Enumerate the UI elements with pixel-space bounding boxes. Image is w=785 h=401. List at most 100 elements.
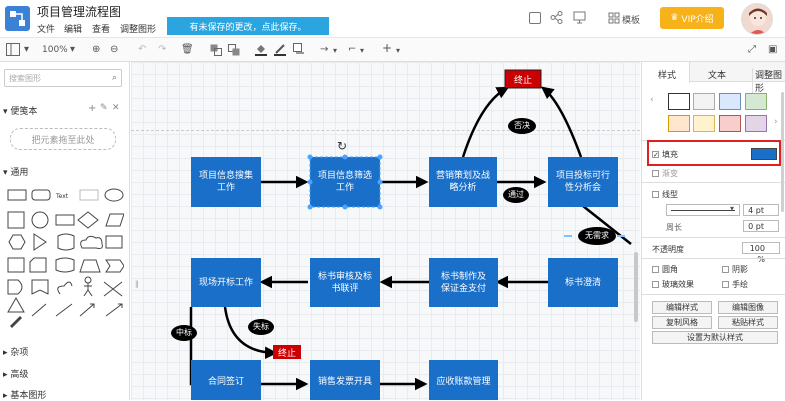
scratchpad-header[interactable]: ▾ 便笺本: [3, 107, 38, 117]
menu-file[interactable]: 文件: [37, 25, 56, 35]
swatch-gray[interactable]: [693, 93, 715, 110]
node-label[interactable]: 标书审核及标书联评: [318, 271, 373, 294]
zoom-select[interactable]: 100%: [42, 45, 68, 55]
edge-label-no-need[interactable]: 无需求: [585, 231, 609, 240]
node-label[interactable]: 项目投标可行性分析会: [555, 171, 610, 193]
shape-palette[interactable]: Text: [6, 186, 124, 334]
template-button[interactable]: 模板: [622, 16, 641, 26]
diagram-canvas[interactable]: ↻ 项目信息搜集工作 项目信息筛选工作 营销策划及战略分析 项目投标可行性分析会…: [131, 62, 640, 400]
paste-style-button[interactable]: 粘贴样式: [718, 316, 778, 329]
glass-checkbox-row[interactable]: 玻璃效果: [652, 279, 694, 290]
connection-icon[interactable]: →: [320, 44, 329, 55]
edit-style-button[interactable]: 编辑样式: [652, 301, 712, 314]
swatch-purple[interactable]: [745, 115, 767, 132]
node-label[interactable]: 现场开标工作: [198, 277, 253, 288]
node-label[interactable]: 标书澄清: [564, 277, 601, 288]
edit-image-button[interactable]: 编辑图像: [718, 301, 778, 314]
shadow-icon[interactable]: [293, 43, 305, 58]
insert-dropdown-icon[interactable]: ▾: [396, 46, 401, 55]
edit-icon[interactable]: ✎: [100, 103, 108, 113]
node-label[interactable]: 销售发票开具: [317, 376, 372, 387]
edge-label-pass[interactable]: 通过: [508, 190, 524, 199]
fill-color-icon[interactable]: [255, 43, 267, 59]
waypoint-icon[interactable]: ⌐: [348, 44, 357, 55]
swatch-green[interactable]: [745, 93, 767, 110]
rounded-checkbox-row[interactable]: 圆角: [652, 264, 678, 275]
toggle-panel-icon[interactable]: ▣: [768, 44, 778, 55]
fullscreen-icon[interactable]: ⤢: [748, 44, 756, 55]
node-label[interactable]: 合同签订: [207, 376, 244, 387]
general-section-header[interactable]: ▾ 通用: [3, 168, 29, 178]
to-back-icon[interactable]: [228, 44, 240, 59]
gradient-checkbox[interactable]: [652, 170, 659, 177]
tab-arrange[interactable]: 调整图形: [752, 68, 785, 94]
share-icon[interactable]: [550, 11, 563, 27]
swatch-next-icon[interactable]: ›: [774, 117, 778, 127]
fill-color-swatch[interactable]: [751, 148, 777, 160]
glass-checkbox[interactable]: [652, 281, 659, 288]
present-icon[interactable]: [573, 11, 586, 27]
fill-checkbox-row[interactable]: ✓填充: [652, 149, 678, 160]
waypoint-dropdown-icon[interactable]: ▾: [360, 46, 365, 55]
sketch-checkbox-row[interactable]: 手绘: [722, 279, 748, 290]
user-avatar[interactable]: [741, 3, 773, 35]
close-icon[interactable]: ✕: [112, 103, 120, 113]
line-pattern-dropdown-icon[interactable]: ▾: [730, 204, 735, 213]
canvas-collapse-handle[interactable]: ‖: [135, 280, 139, 288]
basic-shapes-section-header[interactable]: ▸ 基本图形: [3, 391, 47, 401]
terminal-label[interactable]: 终止: [513, 75, 532, 86]
to-front-icon[interactable]: [210, 44, 222, 59]
menu-view[interactable]: 查看: [92, 25, 111, 35]
document-title[interactable]: 项目管理流程图: [37, 5, 122, 19]
edge-label-win[interactable]: 中标: [176, 328, 192, 337]
advanced-section-header[interactable]: ▸ 高级: [3, 370, 29, 380]
shadow-checkbox[interactable]: [722, 266, 729, 273]
set-default-style-button[interactable]: 设置为默认样式: [652, 331, 778, 344]
node-label[interactable]: 营销策划及战略分析: [435, 171, 490, 193]
format-panel-icon[interactable]: [6, 43, 20, 59]
gradient-checkbox-row[interactable]: 渐变: [652, 168, 678, 179]
tab-style[interactable]: 样式: [658, 71, 677, 81]
menu-adjust-shape[interactable]: 调整图形: [120, 25, 157, 35]
line-width-input[interactable]: 4 pt: [743, 204, 779, 216]
scratchpad-drop-zone[interactable]: 把元素拖至此处: [10, 128, 116, 150]
swatch-yellow[interactable]: [693, 115, 715, 132]
save-notice-button[interactable]: 有未保存的更改，点此保存。: [167, 17, 329, 35]
sketch-checkbox[interactable]: [722, 281, 729, 288]
edge-label-veto[interactable]: 否决: [514, 121, 530, 130]
menu-edit[interactable]: 编辑: [64, 25, 83, 35]
undo-icon[interactable]: ↶: [138, 44, 147, 55]
edge-label-lose[interactable]: 失标: [253, 322, 269, 331]
swatch-orange[interactable]: [668, 115, 690, 132]
rounded-checkbox[interactable]: [652, 266, 659, 273]
insert-icon[interactable]: +: [382, 41, 393, 55]
line-checkbox-row[interactable]: 线型: [652, 189, 678, 200]
node-label[interactable]: 项目信息筛选工作: [318, 171, 373, 193]
zoom-out-icon[interactable]: ⊖: [110, 44, 119, 55]
line-checkbox[interactable]: [652, 191, 659, 198]
shadow-checkbox-row[interactable]: 阴影: [722, 264, 748, 275]
opacity-input[interactable]: 100 %: [742, 242, 780, 264]
copy-style-button[interactable]: 复制风格: [652, 316, 712, 329]
node-label[interactable]: 项目信息搜集工作: [199, 171, 254, 193]
node-label[interactable]: 标书制作及保证金支付: [440, 271, 486, 294]
swatch-white[interactable]: [668, 93, 690, 110]
shape-search-input[interactable]: 搜索图形: [4, 69, 122, 87]
save-icon[interactable]: [529, 12, 541, 24]
vertical-scrollbar[interactable]: [634, 252, 638, 322]
terminal-label[interactable]: 终止: [277, 348, 296, 359]
page-dropdown-icon[interactable]: ▾: [24, 44, 30, 55]
swatch-prev-icon[interactable]: ‹: [650, 95, 654, 105]
delete-icon[interactable]: 🗑: [181, 44, 194, 55]
panel-scrollbar[interactable]: [781, 92, 784, 212]
node-label[interactable]: 应收账款管理: [436, 376, 491, 387]
add-icon[interactable]: +: [88, 103, 97, 114]
connection-dropdown-icon[interactable]: ▾: [333, 46, 338, 55]
perimeter-input[interactable]: 0 pt: [743, 220, 779, 232]
redo-icon[interactable]: ↷: [158, 44, 167, 55]
fill-checkbox[interactable]: ✓: [652, 151, 659, 159]
zoom-in-icon[interactable]: ⊕: [92, 44, 101, 55]
template-icon[interactable]: [608, 12, 620, 27]
search-icon[interactable]: ⌕: [112, 73, 118, 83]
swatch-blue[interactable]: [719, 93, 741, 110]
